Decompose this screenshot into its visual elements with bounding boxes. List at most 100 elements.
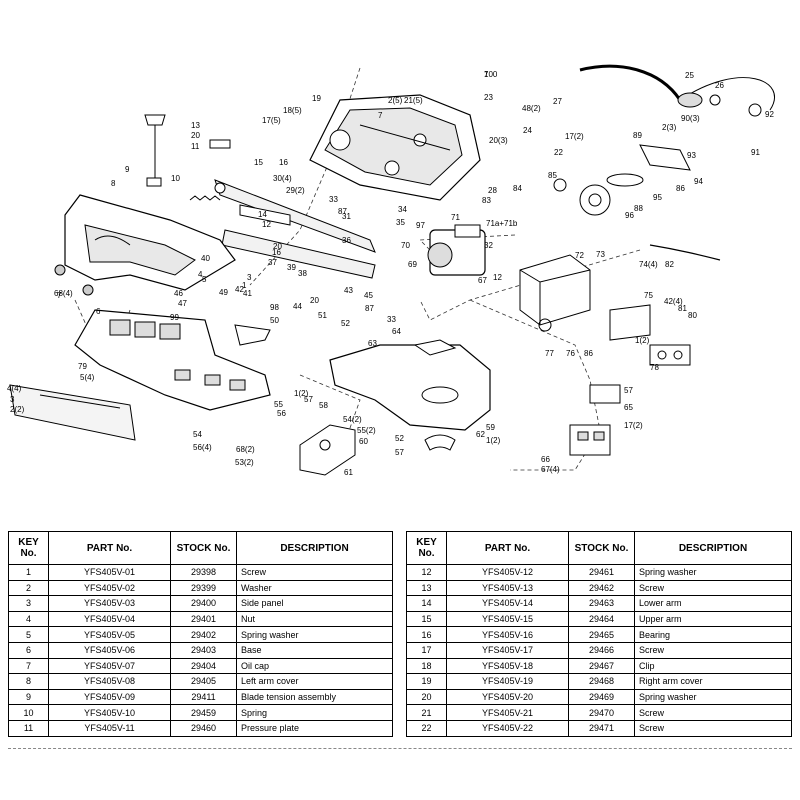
description-cell: Spring	[236, 704, 393, 721]
parts-table-right: KEY No. PART No. STOCK No. DESCRIPTION 1…	[406, 531, 792, 737]
callout-label: 55(2)	[357, 426, 376, 435]
callout-label: 56(4)	[193, 443, 212, 452]
callout-label: 20	[310, 296, 319, 305]
description-cell: Screw	[634, 641, 792, 659]
key-cell: 1	[8, 564, 49, 581]
part-cell: YFS405V-05	[48, 626, 171, 643]
callout-label: 4(4)	[7, 384, 22, 393]
callout-label: 45	[364, 291, 373, 300]
stock-cell: 29405	[170, 673, 237, 690]
callout-label: 47	[178, 299, 187, 308]
callout-label: 28	[488, 186, 497, 195]
callout-label: 87	[365, 304, 374, 313]
stock-cell: 29461	[568, 564, 635, 581]
key-cell: 3	[8, 595, 49, 612]
key-cell: 14	[406, 595, 447, 612]
callout-label: 23	[484, 93, 493, 102]
header-stock: STOCK No.	[568, 531, 635, 565]
header-part: PART No.	[48, 531, 171, 565]
key-cell: 10	[8, 704, 49, 721]
part-cell: YFS405V-04	[48, 610, 171, 628]
key-cell: 8	[8, 673, 49, 690]
callout-label: 24	[523, 126, 532, 135]
callout-label: 71	[451, 213, 460, 222]
part-cell: YFS405V-21	[446, 704, 569, 721]
callout-label: 12	[262, 220, 271, 229]
callout-label: 63	[368, 339, 377, 348]
callout-label: 15	[254, 158, 263, 167]
callout-label: 41	[243, 289, 252, 298]
callout-label: 86	[676, 184, 685, 193]
description-cell: Side panel	[236, 595, 393, 612]
description-cell: Washer	[236, 579, 393, 597]
part-cell: YFS405V-07	[48, 657, 171, 675]
callout-label: 80	[688, 311, 697, 320]
exploded-parts-diagram: 100232526272(5)21(5)1918(5)17(5)13201174…	[7, 64, 775, 477]
stock-cell: 29398	[170, 564, 237, 581]
callout-label: 68(4)	[54, 289, 73, 298]
key-cell: 19	[406, 673, 447, 690]
description-cell: Lower arm	[634, 595, 792, 612]
key-cell: 13	[406, 579, 447, 597]
callout-label: 43	[344, 286, 353, 295]
callout-label: 92	[765, 110, 774, 119]
callout-label: 26	[715, 81, 724, 90]
callout-label: 55	[274, 400, 283, 409]
callout-label: 2(2)	[10, 405, 25, 414]
callout-label: 9	[125, 165, 130, 174]
stock-cell: 29465	[568, 626, 635, 643]
callout-label: 71a+71b	[486, 219, 518, 228]
spring	[189, 195, 221, 201]
callout-label: 67	[478, 276, 487, 285]
key-cell: 17	[406, 641, 447, 659]
stock-cell: 29411	[170, 688, 237, 706]
part-cell: YFS405V-03	[48, 595, 171, 612]
stock-cell: 29463	[568, 595, 635, 612]
key-cell: 6	[8, 641, 49, 659]
callout-label: 62	[476, 430, 485, 439]
description-cell: Upper arm	[634, 610, 792, 628]
callout-label: 48(2)	[522, 104, 541, 113]
key-cell: 16	[406, 626, 447, 643]
callout-label: 25	[685, 71, 694, 80]
description-cell: Bearing	[634, 626, 792, 643]
callout-label: 81	[678, 304, 687, 313]
key-cell: 2	[8, 579, 49, 597]
part-cell: YFS405V-12	[446, 564, 569, 581]
part-cell: YFS405V-18	[446, 657, 569, 675]
header-key: KEY No.	[406, 531, 447, 565]
callout-label: 56	[277, 409, 286, 418]
callout-label: 17(5)	[262, 116, 281, 125]
callout-label: 61	[344, 468, 353, 477]
callout-label: 16	[279, 158, 288, 167]
key-cell: 9	[8, 688, 49, 706]
callout-label: 5(4)	[80, 373, 95, 382]
callout-labels: 100232526272(5)21(5)1918(5)17(5)13201174…	[7, 70, 774, 477]
callout-label: 77	[545, 349, 554, 358]
callout-label: 87	[338, 207, 347, 216]
callout-label: 17(2)	[624, 421, 643, 430]
callout-label: 30(4)	[273, 174, 292, 183]
callout-label: 75	[644, 291, 653, 300]
callout-label: 42(4)	[664, 297, 683, 306]
callout-label: 86	[584, 349, 593, 358]
callout-label: 44	[293, 302, 302, 311]
stock-cell: 29400	[170, 595, 237, 612]
work-table	[329, 339, 491, 431]
callout-label: 65	[624, 403, 633, 412]
callout-label: 35	[396, 218, 405, 227]
description-cell: Right arm cover	[634, 673, 792, 690]
callout-label: 67(4)	[541, 465, 560, 474]
callout-label: 94	[694, 177, 703, 186]
callout-label: 83	[482, 196, 491, 205]
callout-label: 58	[319, 401, 328, 410]
callout-label: 79	[78, 362, 87, 371]
